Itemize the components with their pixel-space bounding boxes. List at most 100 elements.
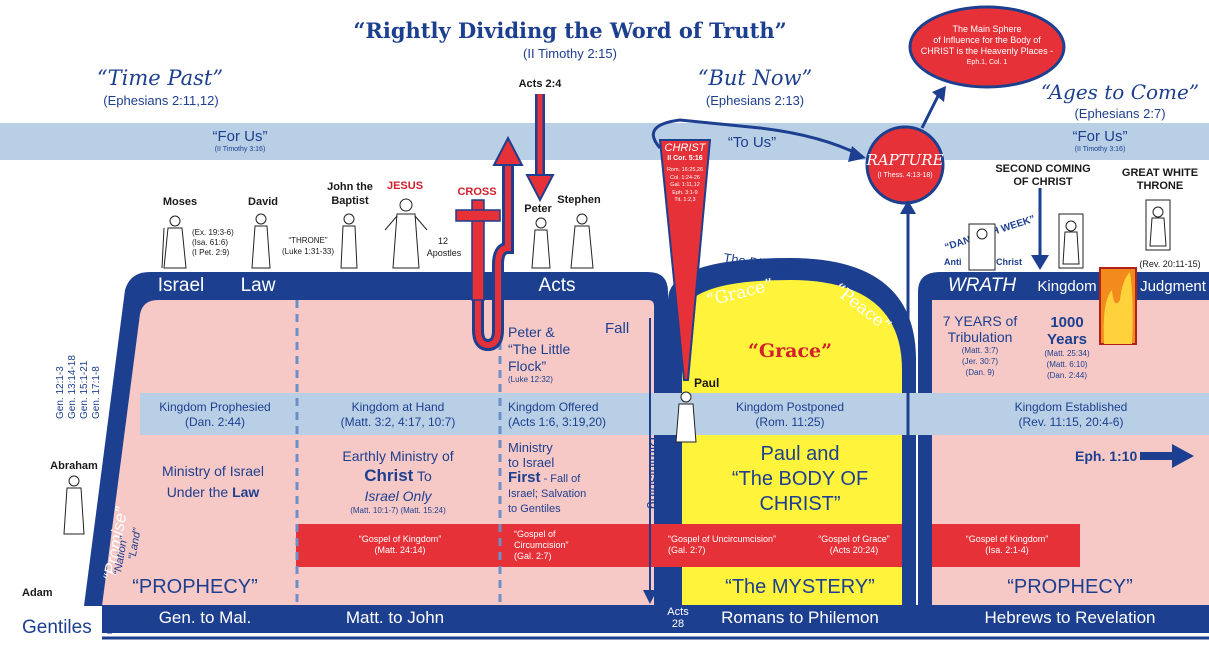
moses-refs: (Ex. 19:3-6) (Isa. 61:6) (I Pet. 2:9) <box>192 228 252 258</box>
twelve-label: 12 <box>437 236 448 246</box>
gen-ref-0: Gen. 12:1-3 <box>55 366 66 419</box>
to-gentiles-text: to Gentiles <box>508 503 561 515</box>
ministry2-line: Ministry <box>508 440 553 455</box>
rapture-label: RAPTURE <box>866 151 944 169</box>
kingdom-prophesied: Kingdom Prophesied (Dan. 2:44) <box>140 400 290 430</box>
thousand-line: 1000 <box>1050 314 1084 331</box>
kingdom-throne-icon <box>1058 213 1084 269</box>
kingdom-band-title-2: Kingdom Offered <box>508 400 599 414</box>
gwt-line2: THRONE <box>1136 180 1184 192</box>
kingdom-band-title-0: Kingdom Prophesied <box>159 400 271 414</box>
kingdom-band <box>140 393 1209 435</box>
kingdom-band-title-4: Kingdom Established <box>1014 400 1128 414</box>
stephen-label: Stephen <box>557 194 601 206</box>
second-coming-label: SECOND COMING OF CHRIST <box>978 163 1108 189</box>
bottom-matt-john: Matt. to John <box>345 608 445 627</box>
gospel-grace: “Gospel of Grace” (Acts 20:24) <box>806 534 902 556</box>
paul-label: Paul <box>694 376 720 390</box>
gospel-title2-1: Circumcision” <box>514 540 569 550</box>
tribulation-line: Tribulation <box>947 329 1013 345</box>
flock-line2: “The Little <box>508 341 571 357</box>
moses-ref-2: (I Pet. 2:9) <box>192 248 230 257</box>
second-coming-line1: SECOND COMING <box>995 163 1091 175</box>
years-ref-2: (Dan. 2:44) <box>1046 371 1088 380</box>
earthly-line: Earthly Ministry of <box>342 448 454 464</box>
kingdom-postponed: Kingdom Postponed (Rom. 11:25) <box>710 400 870 430</box>
for-us-left: “For Us” <box>212 128 268 145</box>
gospel-ref-1: (Gal. 2:7) <box>514 551 552 561</box>
jesus-label: JESUS <box>386 180 424 192</box>
acts-arch-label: Acts <box>538 275 576 296</box>
gospel-title-3: “Gospel of Grace” <box>818 534 890 544</box>
david-label: David <box>248 196 278 208</box>
for-us-left-ref: (II Timothy 3:16) <box>214 146 266 153</box>
throne-ref: (Luke 1:31-33) <box>281 247 335 256</box>
gen-ref-2: Gen. 15:1-21 <box>79 360 90 419</box>
peter-figure-icon <box>531 217 551 269</box>
christ-wedge <box>658 139 712 381</box>
trib-ref-0: (Matt. 3:7) <box>961 346 999 355</box>
bubble-ref: Eph.1, Col. 1 <box>966 59 1008 66</box>
great-white-throne-icon <box>1145 199 1171 251</box>
kingdom-band-ref-3: (Rom. 11:25) <box>755 415 825 429</box>
body-line2: CHRIST” <box>759 493 841 515</box>
rev-ref: (Rev. 20:11-15) <box>1139 259 1201 269</box>
bottom-gen-mal: Gen. to Mal. <box>158 608 252 627</box>
years-line: Years <box>1046 331 1088 348</box>
john-baptist-figure-icon <box>340 213 358 269</box>
peter-label: Peter <box>524 203 552 215</box>
gen-ref-3: Gen. 17:1-8 <box>91 366 102 419</box>
gospel-title-1: “Gospel of <box>514 529 556 539</box>
gospel-title-4: “Gospel of Kingdom” <box>965 534 1049 544</box>
kingdom-band-ref-4: (Rev. 11:15, 20:4-6) <box>1018 415 1124 429</box>
bottom-hebrews: Hebrews to Revelation <box>984 608 1156 627</box>
gospel-title-0: “Gospel of Kingdom” <box>358 534 442 544</box>
law-word: Law <box>232 484 260 500</box>
kingdom-band-title-3: Kingdom Postponed <box>735 400 845 414</box>
prophecy-left: “PROPHECY” <box>132 576 258 598</box>
flock-line1: Peter & <box>508 324 555 340</box>
john-baptist-label: John the Baptist <box>320 180 380 208</box>
gospel-ref-2: (Gal. 2:7) <box>668 545 706 555</box>
jesus-figure-icon <box>384 198 428 269</box>
anti-label: Anti <box>944 257 962 267</box>
law-label: Law <box>240 275 276 296</box>
abraham-figure-icon <box>63 475 85 535</box>
kingdom-label: Kingdom <box>1037 278 1097 295</box>
fall-of-text: - Fall of <box>540 473 581 485</box>
christ-ref-4: Tit. 1:2,3 <box>674 197 696 203</box>
years-ref-0: (Matt. 25:34) <box>1044 349 1090 358</box>
gen-ref-1: Gen. 13:14-18 <box>67 355 78 419</box>
time-past-title: “Time Past” <box>96 66 224 90</box>
acts-2-4-label: Acts 2:4 <box>518 78 562 90</box>
time-past-ref: (Ephesians 2:11,12) <box>103 93 219 108</box>
ages-to-come-ref: (Ephesians 2:7) <box>1074 106 1166 121</box>
kingdom-offered: Kingdom Offered (Acts 1:6, 3:19,20) <box>508 400 638 430</box>
christ-wedge-refs: Rom. 16:25,26 Col. 1:24-26 Gal. 1:11,12 … <box>660 167 710 205</box>
gospel-ref-3: (Acts 20:24) <box>829 545 879 555</box>
years-ref-1: (Matt. 6:10) <box>1046 360 1088 369</box>
bubble-line-3: CHRIST is the Heavenly Places - <box>920 46 1054 56</box>
for-us-band <box>0 123 1209 160</box>
prophecy-right: “PROPHECY” <box>1007 576 1133 598</box>
bottom-acts: Acts <box>667 606 689 618</box>
seven-years: 7 YEARS of Tribulation (Matt. 3:7) (Jer.… <box>940 313 1020 378</box>
paul-and-line: Paul and <box>760 443 840 465</box>
earthly-ministry: Earthly Ministry of Christ To Israel Onl… <box>310 446 486 516</box>
kingdom-at-hand: Kingdom at Hand (Matt. 3:2, 4:17, 10:7) <box>300 400 496 430</box>
to-us-label: “To Us” <box>727 134 777 151</box>
moses-ref-1: (Isa. 61:6) <box>192 238 229 247</box>
under-the-text: Under the <box>166 484 233 500</box>
stephen-figure-icon <box>570 213 594 269</box>
rapture-ref: (I Thess. 4:13-18) <box>877 172 933 179</box>
moses-label: Moses <box>162 196 198 208</box>
gospel-ref-0: (Matt. 24:14) <box>374 545 426 555</box>
eph-1-10-label: Eph. 1:10 <box>1075 448 1138 464</box>
cross-label: CROSS <box>457 186 497 198</box>
to-word: To <box>413 468 432 484</box>
throne-label: “THRONE” <box>288 236 328 245</box>
earthly-ref: (Matt. 10:1-7) (Matt. 15:24) <box>350 506 446 515</box>
but-now-title: “But Now” <box>697 66 813 90</box>
bubble-line-2: of Influence for the Body of <box>933 35 1041 45</box>
flock-ref: (Luke 12:32) <box>508 375 553 384</box>
